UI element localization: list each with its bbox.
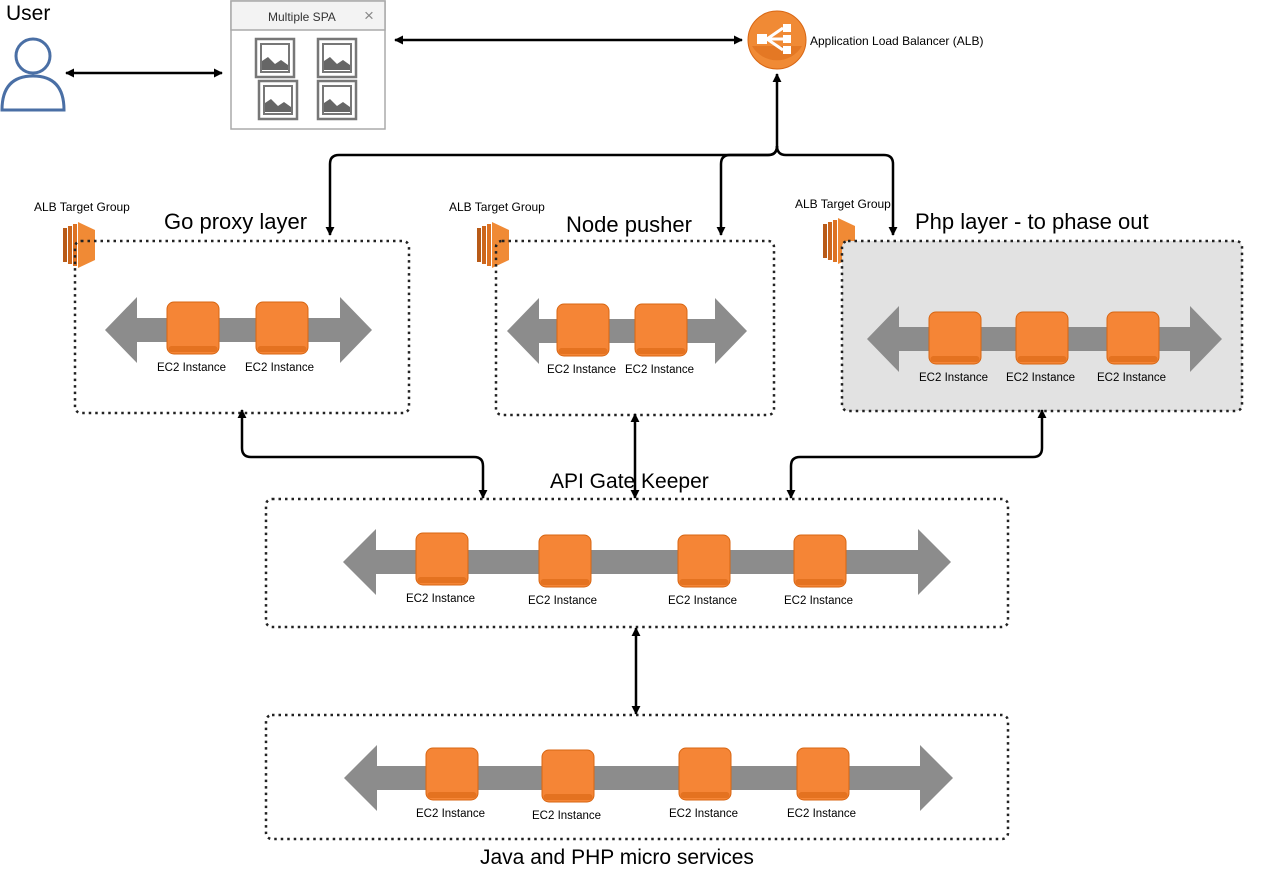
- image-icon: [254, 37, 296, 79]
- micro-services-title: Java and PHP micro services: [480, 846, 754, 869]
- user-label: User: [6, 2, 50, 25]
- load-balancer-icon: [747, 10, 807, 70]
- ec2-label: EC2 Instance: [416, 808, 485, 820]
- micro-services-box: [264, 713, 1010, 841]
- go-group-title: Go proxy layer: [164, 209, 307, 234]
- go-target-group-label: ALB Target Group: [34, 200, 130, 214]
- ec2-instance-icon: [928, 311, 982, 365]
- ec2-instance-icon: [678, 747, 732, 801]
- spa-window-title: Multiple SPA: [268, 10, 336, 24]
- php-target-group-label: ALB Target Group: [795, 197, 891, 211]
- ec2-label: EC2 Instance: [787, 808, 856, 820]
- ec2-label: EC2 Instance: [1006, 372, 1075, 384]
- ec2-instance-icon: [793, 534, 847, 588]
- ec2-instance-icon: [538, 534, 592, 588]
- flow-arrow: [507, 298, 747, 364]
- ec2-label: EC2 Instance: [1097, 372, 1166, 384]
- gatekeeper-title: API Gate Keeper: [550, 470, 709, 493]
- image-icon: [316, 37, 358, 79]
- target-group-icon: [477, 222, 509, 268]
- ec2-instance-icon: [541, 749, 595, 803]
- ec2-instance-icon: [415, 532, 469, 586]
- ec2-label: EC2 Instance: [668, 595, 737, 607]
- ec2-label: EC2 Instance: [784, 595, 853, 607]
- ec2-label: EC2 Instance: [547, 364, 616, 376]
- ec2-label: EC2 Instance: [532, 810, 601, 822]
- close-icon[interactable]: ×: [364, 6, 374, 25]
- image-icon: [257, 79, 299, 121]
- ec2-instance-icon: [1106, 311, 1160, 365]
- flow-arrow: [344, 745, 953, 811]
- node-group-title: Node pusher: [566, 212, 692, 237]
- ec2-instance-icon: [425, 747, 479, 801]
- ec2-label: EC2 Instance: [625, 364, 694, 376]
- ec2-label: EC2 Instance: [669, 808, 738, 820]
- ec2-label: EC2 Instance: [157, 362, 226, 374]
- ec2-label: EC2 Instance: [919, 372, 988, 384]
- ec2-instance-icon: [634, 303, 688, 357]
- user-icon: [0, 37, 66, 112]
- ec2-label: EC2 Instance: [528, 595, 597, 607]
- ec2-instance-icon: [677, 534, 731, 588]
- alb-label: Application Load Balancer (ALB): [810, 34, 983, 48]
- go-group-box: [73, 239, 411, 415]
- alb-branch-connectors: [325, 73, 898, 236]
- flow-arrow: [105, 297, 372, 363]
- gatekeeper-box: [264, 497, 1010, 629]
- ec2-label: EC2 Instance: [406, 593, 475, 605]
- ec2-instance-icon: [796, 747, 850, 801]
- group-gatekeeper-connectors: [237, 409, 1047, 499]
- ec2-instance-icon: [166, 301, 220, 355]
- ec2-label: EC2 Instance: [245, 362, 314, 374]
- node-target-group-label: ALB Target Group: [449, 200, 545, 214]
- flow-arrow: [343, 529, 951, 595]
- php-group-title: Php layer - to phase out: [915, 209, 1149, 234]
- image-icon: [316, 79, 358, 121]
- ec2-instance-icon: [556, 303, 610, 357]
- target-group-icon: [63, 222, 95, 268]
- ec2-instance-icon: [255, 301, 309, 355]
- ec2-instance-icon: [1015, 311, 1069, 365]
